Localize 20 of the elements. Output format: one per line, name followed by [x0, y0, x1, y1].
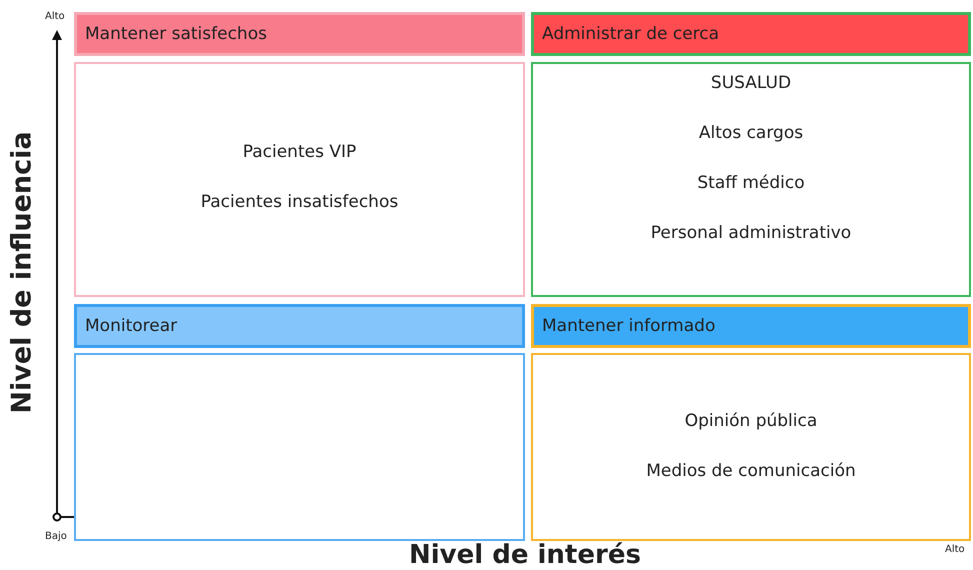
stakeholder-text: Personal administrativo: [650, 223, 852, 243]
quadrant-header: Mantener satisfechos: [74, 12, 525, 56]
stakeholder-text: SUSALUD: [710, 73, 792, 93]
quadrant-header: Monitorear: [74, 304, 525, 348]
quadrant-header: Administrar de cerca: [531, 12, 971, 56]
quadrant-box: [74, 353, 525, 541]
quadrant-box: [531, 353, 971, 541]
stakeholder-text: Staff médico: [697, 173, 805, 193]
stakeholder-text: Pacientes insatisfechos: [200, 192, 398, 212]
stakeholder-text: Medios de comunicación: [646, 461, 856, 481]
stakeholder-text: Opinión pública: [684, 411, 818, 431]
quadrant-header: Mantener informado: [531, 304, 971, 348]
axis-title: Nivel de influencia: [6, 130, 38, 414]
quadrant-box: [531, 62, 971, 297]
stakeholder-text: Pacientes VIP: [242, 142, 356, 162]
axis-tick-label: Alto: [945, 544, 965, 555]
quadrant-box: [74, 62, 525, 297]
axis-tick-label: Alto: [45, 11, 65, 22]
axis-title: Nivel de interés: [409, 540, 641, 570]
stakeholder-text: Altos cargos: [698, 123, 804, 143]
